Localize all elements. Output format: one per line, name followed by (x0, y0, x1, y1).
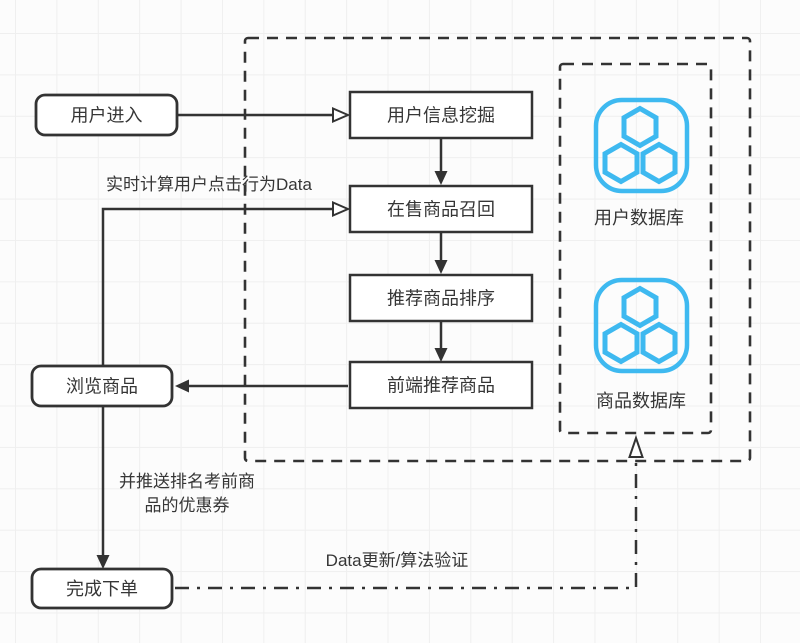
database-cluster-icon (596, 280, 687, 371)
edge-recall-to-sort (434, 232, 448, 274)
inner-database-container (558, 62, 713, 435)
arrowhead-solid-down-icon (434, 348, 448, 362)
node-label: 前端推荐商品 (387, 376, 495, 396)
edge-browse-to-order (96, 406, 110, 569)
node-label: 在售商品召回 (387, 200, 495, 220)
node-box (348, 273, 534, 323)
node-complete-order: 完成下单 (30, 567, 174, 610)
node-rec-sorting: 推荐商品排序 (348, 273, 534, 323)
database-label: 用户数据库 (594, 208, 684, 228)
database-label: 商品数据库 (596, 391, 686, 411)
database-cluster-icon (596, 100, 687, 191)
arrowhead-hollow-right-icon (332, 200, 351, 218)
arrowhead-hollow-up-icon (628, 434, 644, 458)
arrowhead-solid-down-icon (434, 260, 448, 274)
node-frontend-rec: 前端推荐商品 (348, 360, 534, 410)
arrowhead-solid-down-icon (96, 555, 110, 569)
node-box (348, 90, 534, 140)
node-box (30, 364, 174, 408)
node-browse-products: 浏览商品 (30, 364, 174, 408)
edge-label-coupon-line2: 品的优惠券 (145, 496, 230, 515)
node-label: 完成下单 (66, 579, 138, 599)
arrowhead-hollow-right-icon (332, 106, 351, 124)
product-database: 商品数据库 (596, 280, 687, 411)
arrowhead-solid-down-icon (434, 171, 448, 185)
edge-user-enter-to-mining (177, 106, 351, 124)
edge-line (101, 207, 333, 366)
node-user-info-mining: 用户信息挖掘 (348, 90, 534, 140)
edge-browse-feedback-to-recall (101, 200, 351, 366)
node-onsale-recall: 在售商品召回 (348, 184, 534, 234)
edge-sort-to-frontend (434, 321, 448, 362)
node-box (348, 360, 534, 410)
edge-mining-to-recall (434, 138, 448, 185)
node-label: 用户进入 (71, 106, 143, 126)
user-database: 用户数据库 (594, 100, 687, 228)
edge-order-data-update (175, 434, 644, 590)
node-user-enter: 用户进入 (34, 93, 179, 137)
node-box (348, 184, 534, 234)
edge-label-coupon-line1: 并推送排名考前商 (119, 472, 255, 491)
edge-frontend-to-browse (175, 379, 348, 393)
arrowhead-solid-left-icon (175, 379, 189, 393)
edge-label-data-update: Data更新/算法验证 (326, 551, 469, 570)
node-box (34, 93, 179, 137)
edge-label-realtime-click: 实时计算用户点击行为Data (106, 175, 312, 194)
node-box (30, 567, 174, 610)
node-label: 推荐商品排序 (387, 289, 495, 309)
outer-dashed-container (243, 36, 752, 463)
node-label: 用户信息挖掘 (387, 106, 495, 126)
node-label: 浏览商品 (66, 377, 138, 397)
